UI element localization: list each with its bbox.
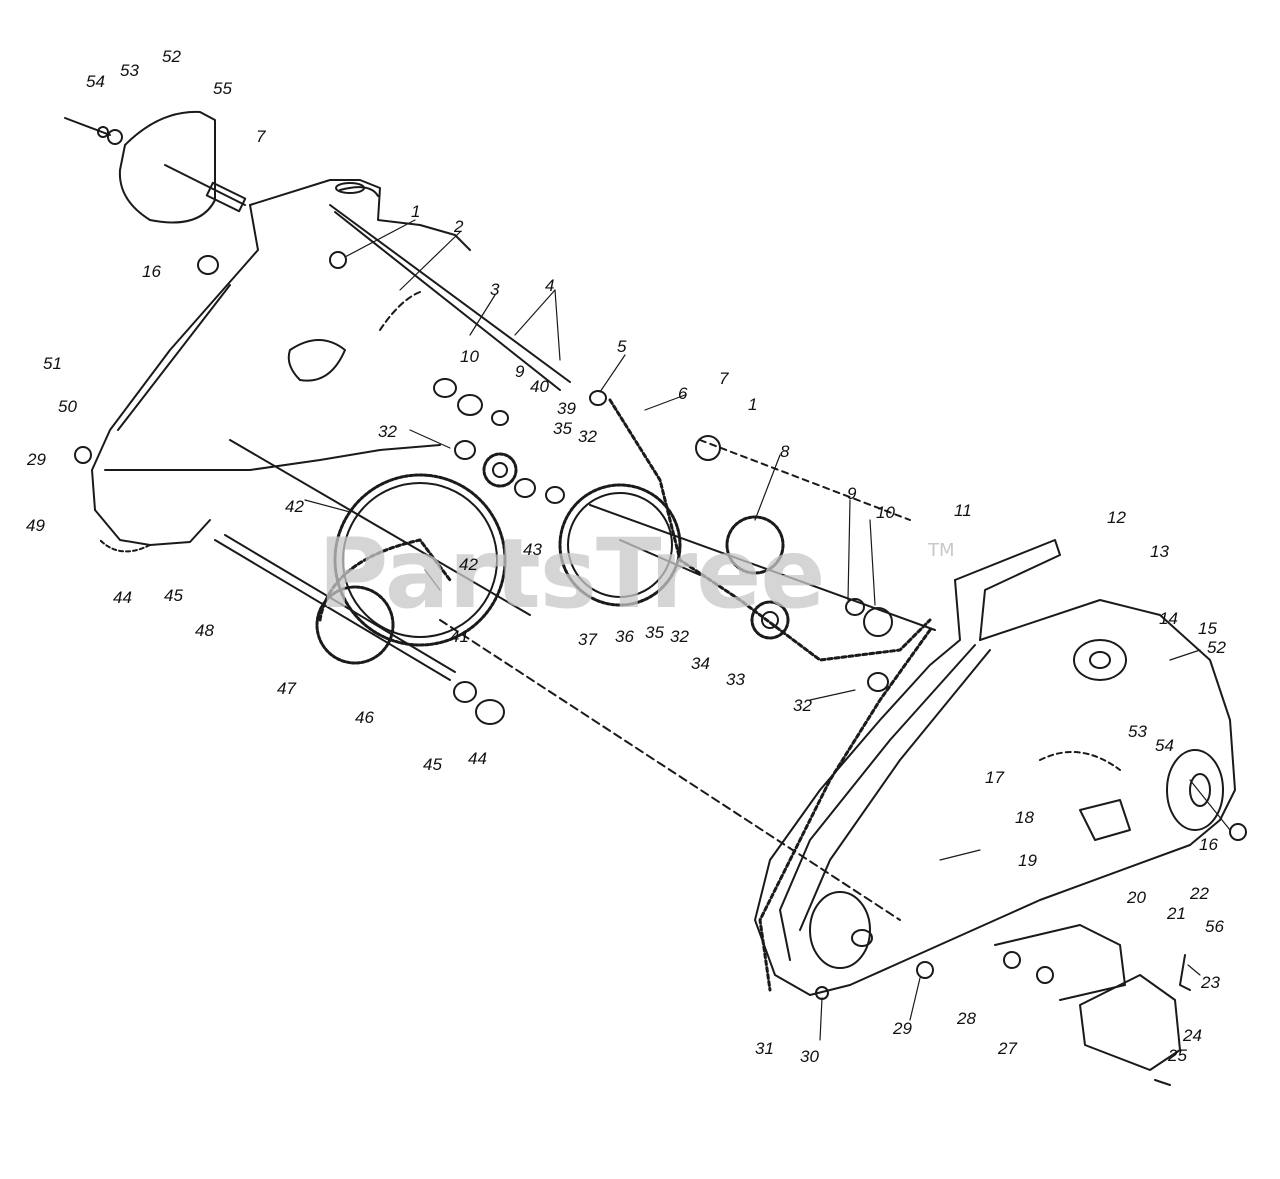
callout-label: 29 <box>27 450 46 469</box>
callout-label: 14 <box>1159 609 1178 628</box>
leader-lines <box>304 219 1231 1041</box>
callout-label: 35 <box>553 419 572 438</box>
sprocket-8 <box>725 515 785 575</box>
callout-label: 42 <box>285 497 304 516</box>
callout-label: 30 <box>800 1047 819 1066</box>
callout-label: 16 <box>142 262 161 281</box>
callout-label: 35 <box>645 623 664 642</box>
callout-label: 41 <box>450 627 469 646</box>
callout-label: 32 <box>793 696 812 715</box>
pinion-gear-39 <box>482 452 518 488</box>
callout-label: 20 <box>1127 888 1146 907</box>
callout-label: 13 <box>1150 542 1169 561</box>
callout-label: 53 <box>120 61 139 80</box>
callout-label: 50 <box>58 397 77 416</box>
callout-label: 44 <box>468 749 487 768</box>
callout-label: 52 <box>162 47 181 66</box>
callout-label: 9 <box>515 362 525 381</box>
drive-chains <box>318 398 932 992</box>
callout-label: 16 <box>1199 835 1218 854</box>
callout-label: 23 <box>1201 973 1220 992</box>
callout-label: 39 <box>557 399 576 418</box>
callout-label: 22 <box>1190 884 1209 903</box>
callout-label: 12 <box>1107 508 1126 527</box>
callout-label: 43 <box>523 540 542 559</box>
callout-label: 11 <box>954 501 972 520</box>
callout-label: 56 <box>1205 917 1224 936</box>
shafts <box>164 164 936 921</box>
callout-label: 6 <box>678 384 688 403</box>
callout-label: 47 <box>277 679 296 698</box>
sprocket-large <box>333 473 507 647</box>
callout-label: 32 <box>578 427 597 446</box>
callout-label: 17 <box>985 768 1004 787</box>
callout-label: 24 <box>1183 1026 1202 1045</box>
callout-label: 28 <box>957 1009 976 1028</box>
callout-label: 46 <box>355 708 374 727</box>
watermark: PartsTree <box>318 518 825 630</box>
callout-label: 3 <box>490 280 500 299</box>
callout-label: 2 <box>454 217 464 236</box>
callout-label: 4 <box>545 276 555 295</box>
callout-label: 21 <box>1167 904 1186 923</box>
callout-label: 1 <box>748 395 758 414</box>
callout-label: 49 <box>26 516 45 535</box>
callout-label: 36 <box>615 627 634 646</box>
callout-label: 19 <box>1018 851 1037 870</box>
bearings <box>74 251 1247 1000</box>
callout-label: 29 <box>893 1019 912 1038</box>
cover-plate-55 <box>64 110 216 224</box>
callout-label: 9 <box>847 484 857 503</box>
callout-label: 54 <box>86 72 105 91</box>
callout-label: 42 <box>459 555 478 574</box>
callout-label: 54 <box>1155 736 1174 755</box>
left-housing <box>91 179 471 553</box>
callout-label: 18 <box>1015 808 1034 827</box>
callout-label: 32 <box>670 627 689 646</box>
callout-label: 10 <box>876 503 895 522</box>
callout-label: 53 <box>1128 722 1147 741</box>
callout-label: 7 <box>719 369 729 388</box>
callout-label: 8 <box>780 442 790 461</box>
callout-label: 40 <box>530 377 549 396</box>
watermark-trademark: TM <box>928 540 955 561</box>
pinion-gear-33 <box>750 600 790 640</box>
callout-label: 55 <box>213 79 232 98</box>
callout-label: 10 <box>460 347 479 366</box>
callout-label: 45 <box>423 755 442 774</box>
sprocket-medium <box>558 483 682 607</box>
callout-label: 27 <box>998 1039 1017 1058</box>
callout-label: 33 <box>726 670 745 689</box>
callout-label: 7 <box>256 127 266 146</box>
callout-label: 44 <box>113 588 132 607</box>
callout-label: 45 <box>164 586 183 605</box>
callout-label: 5 <box>617 337 627 356</box>
right-housing <box>754 539 1236 996</box>
callout-label: 31 <box>755 1039 774 1058</box>
callout-label: 48 <box>195 621 214 640</box>
callout-label: 1 <box>411 202 421 221</box>
callout-label: 37 <box>578 630 597 649</box>
callout-label: 25 <box>1168 1046 1187 1065</box>
sprocket-47 <box>315 585 395 665</box>
callout-label: 32 <box>378 422 397 441</box>
callout-label: 52 <box>1207 638 1226 657</box>
callout-label: 51 <box>43 354 62 373</box>
callout-label: 34 <box>691 654 710 673</box>
callout-label: 15 <box>1198 619 1217 638</box>
bracket-assembly <box>994 924 1191 1086</box>
